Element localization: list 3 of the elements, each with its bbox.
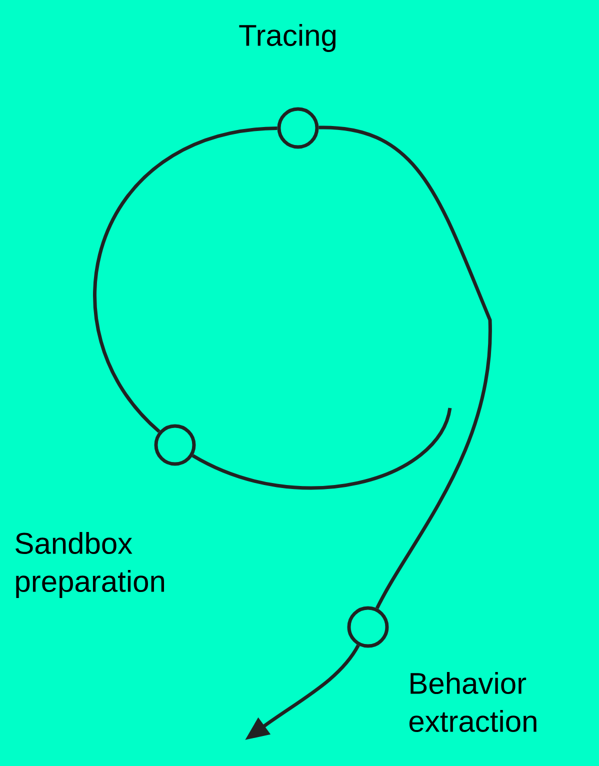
step-label: Tracing (239, 24, 336, 52)
step-label: Behavior extraction (409, 672, 536, 732)
step-label: Sandbox preparation (16, 532, 164, 598)
